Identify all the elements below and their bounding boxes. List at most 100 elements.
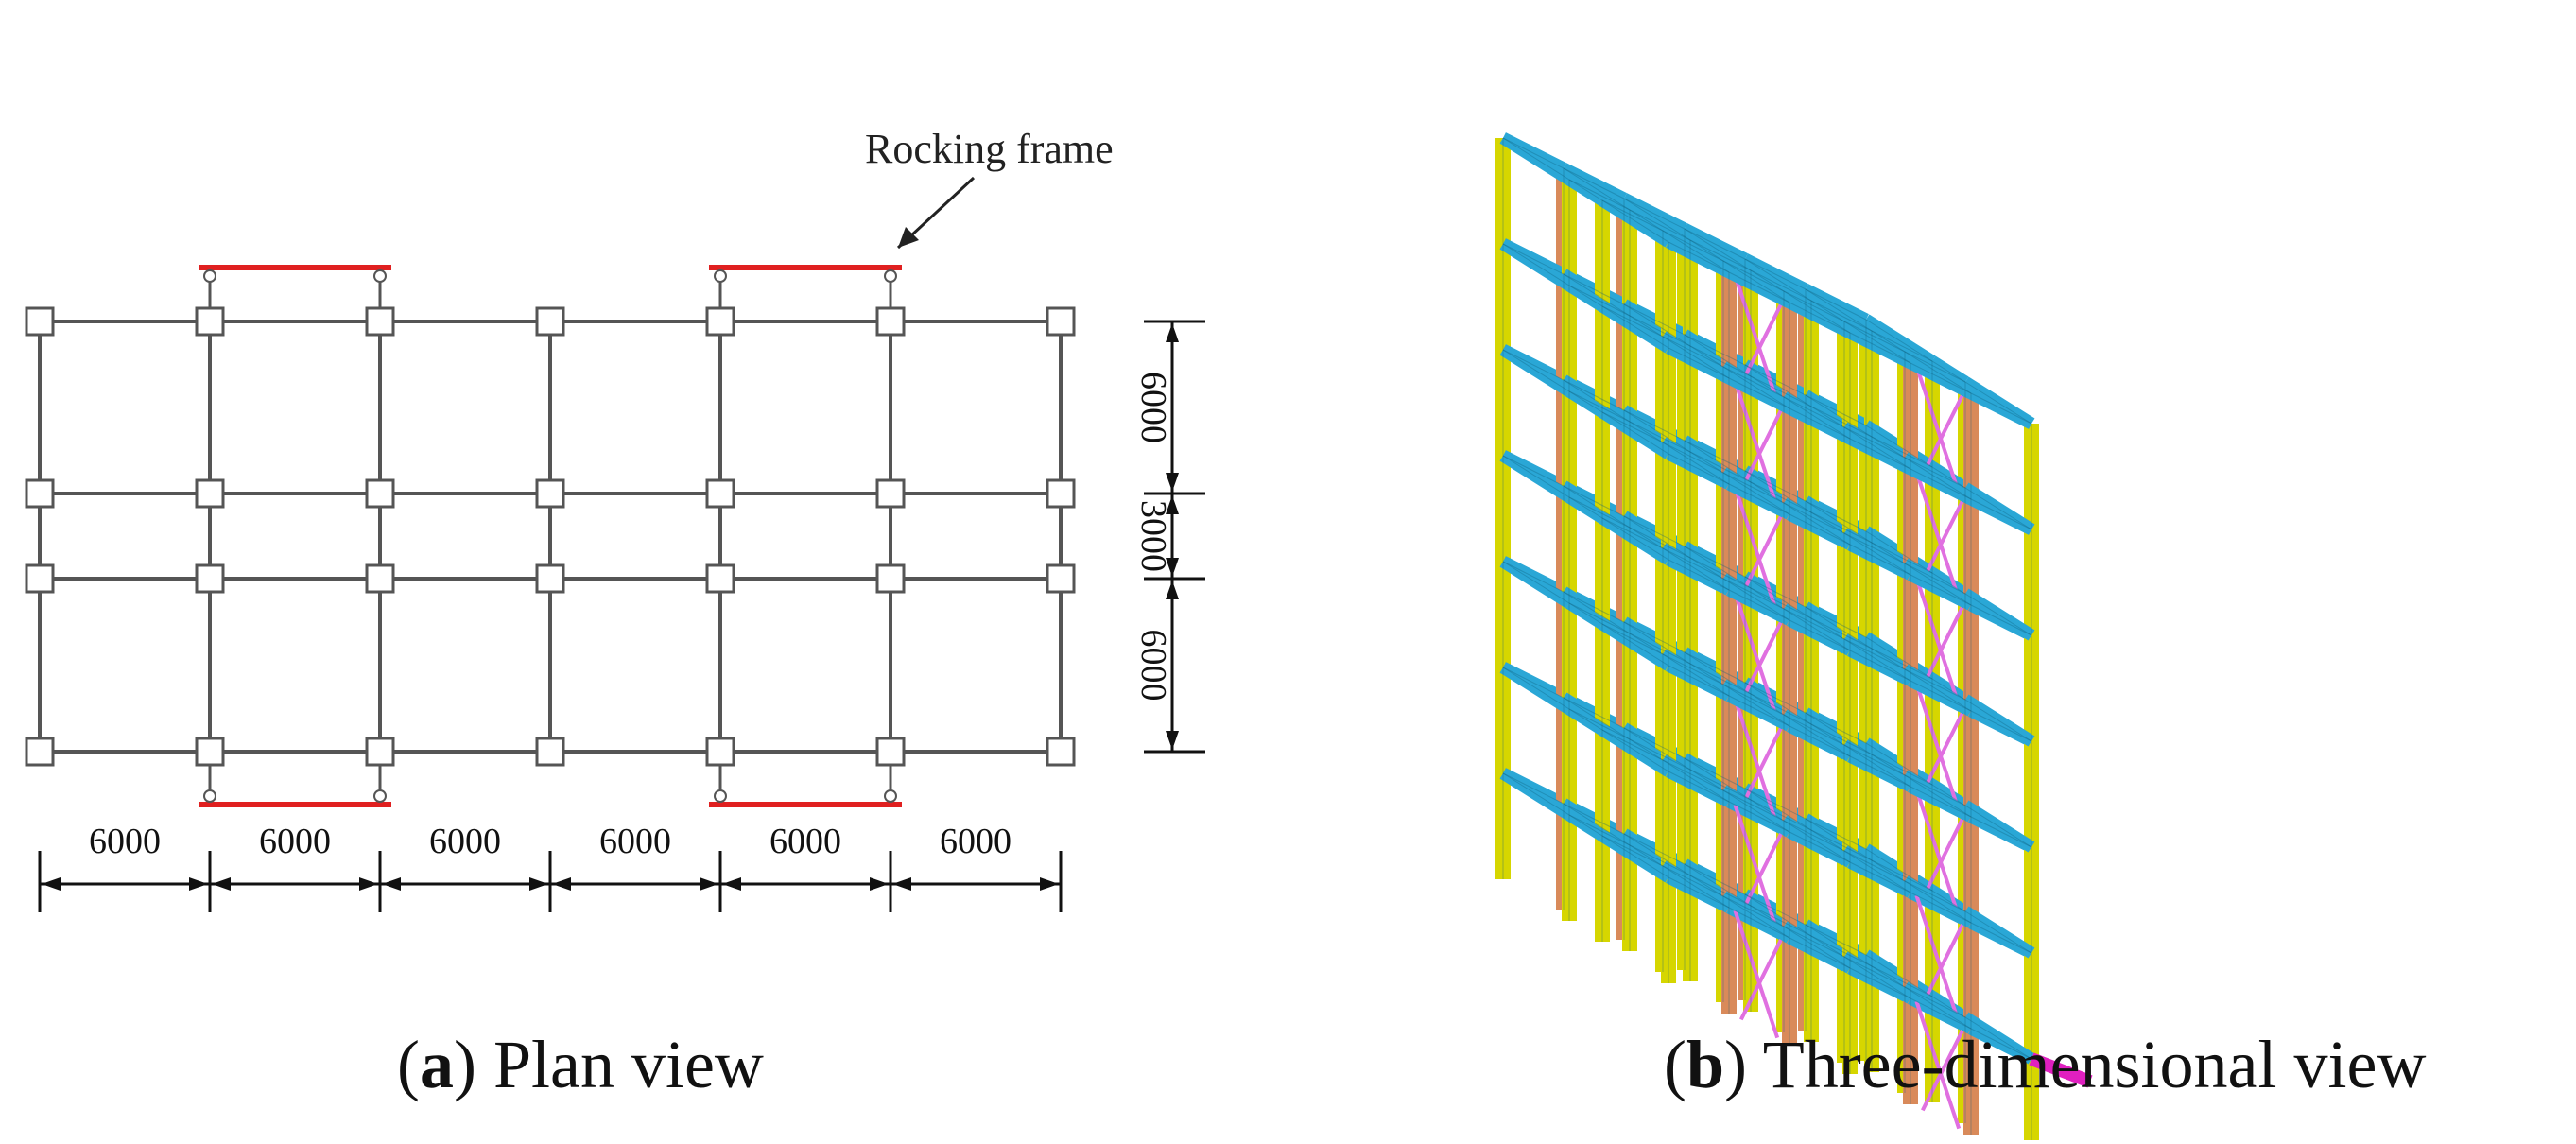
- member-edge: [1810, 935, 1845, 958]
- column-square: [705, 737, 735, 767]
- beam-depth: [1720, 891, 1793, 944]
- member-edge: [1750, 269, 1785, 292]
- member-edge: [1865, 954, 1933, 997]
- beam-depth: [1626, 204, 1667, 236]
- x-span-label: 6000: [259, 822, 331, 861]
- member-edge: [1810, 511, 1873, 544]
- member-edge: [1964, 593, 2032, 636]
- brace: [1921, 918, 1967, 1006]
- member-edge: [1931, 360, 1966, 383]
- member-edge: [1601, 517, 1669, 561]
- beam-depth: [1686, 870, 1727, 902]
- dimension-arrowhead: [1166, 495, 1179, 514]
- brace: [1914, 365, 1962, 494]
- member-edge: [1871, 330, 1933, 362]
- member-edge: [1689, 769, 1724, 791]
- member-edge: [1931, 678, 1966, 701]
- member-edge: [1684, 546, 1752, 589]
- member-edge: [1563, 379, 1631, 423]
- member-edge: [1662, 865, 1730, 909]
- y-span-label: 6000: [1133, 372, 1173, 443]
- beam-depth: [1499, 556, 1573, 609]
- annotation-arrowhead: [898, 227, 919, 248]
- pin-joint: [373, 789, 387, 803]
- member-edge: [1502, 137, 1565, 169]
- member-edge: [1789, 937, 1851, 969]
- caption-a-text: Plan view: [475, 1027, 764, 1102]
- member-edge: [1502, 455, 1570, 498]
- highlighted-member: [2029, 1052, 2093, 1088]
- beam-depth: [1928, 779, 1969, 811]
- member-edge: [1843, 321, 1911, 364]
- pin-joint: [714, 789, 727, 803]
- member-edge: [1810, 829, 1873, 861]
- member-edge: [1750, 799, 1812, 831]
- beam-depth: [1499, 662, 1573, 715]
- beam-depth: [1565, 174, 1606, 206]
- beam-depth: [1928, 461, 1969, 494]
- member-edge: [1789, 619, 1851, 651]
- beam-depth: [1747, 582, 1788, 615]
- member-edge: [1568, 390, 1603, 413]
- member-edge: [1563, 167, 1631, 211]
- member-edge: [1563, 273, 1631, 317]
- beam-depth: [1720, 679, 1793, 732]
- member-edge: [1910, 468, 1972, 500]
- beam-depth: [1659, 754, 1733, 807]
- member-edge: [1684, 651, 1746, 684]
- member-edge: [1789, 302, 1851, 334]
- beam-depth: [1565, 809, 1606, 841]
- member-edge: [1601, 517, 1664, 549]
- member-edge: [1502, 243, 1570, 286]
- member-edge: [1722, 472, 1790, 515]
- member-edge: [1970, 816, 2032, 848]
- beam-depth: [1720, 255, 1793, 308]
- member-edge: [1805, 712, 1867, 744]
- beam-depth: [1901, 981, 1975, 1034]
- member-edge: [1623, 621, 1686, 653]
- beam-depth: [1686, 658, 1727, 690]
- member-edge: [1843, 532, 1906, 564]
- member-edge: [1601, 729, 1669, 772]
- beam-depth: [1499, 132, 1573, 185]
- member-edge: [1623, 409, 1691, 453]
- member-edge: [1568, 179, 1631, 211]
- beam-depth: [1962, 906, 2035, 959]
- member-edge: [1744, 682, 1807, 714]
- beam-depth: [1841, 739, 1914, 792]
- member-edge: [1783, 714, 1851, 757]
- member-edge: [1871, 859, 1933, 892]
- beam-depth: [1901, 770, 1975, 823]
- member-edge: [1865, 742, 1933, 786]
- beam-depth: [1599, 407, 1672, 459]
- member-edge: [1849, 861, 1911, 893]
- beam-depth: [1720, 573, 1793, 626]
- beam-depth: [1599, 724, 1672, 777]
- column-square: [875, 478, 906, 509]
- beam-depth: [1928, 885, 1969, 917]
- dimension-arrowhead: [359, 877, 378, 891]
- member-edge: [1563, 485, 1625, 517]
- brace: [1733, 486, 1780, 615]
- member-edge: [1904, 351, 1966, 383]
- member-edge: [1871, 648, 1906, 670]
- member-edge: [1689, 345, 1724, 368]
- member-edge: [1871, 965, 1906, 988]
- member-edge: [1629, 209, 1664, 232]
- member-edge: [1563, 803, 1631, 846]
- member-edge: [1805, 924, 1867, 956]
- rocking-frames: [199, 265, 902, 807]
- beam-depth: [1599, 195, 1672, 248]
- member-edge: [1871, 436, 1933, 468]
- column-square: [1046, 306, 1076, 337]
- member-edge: [1849, 332, 1911, 364]
- beam-depth: [1868, 325, 1909, 357]
- beam-depth: [1747, 477, 1788, 509]
- member-edge: [1629, 844, 1691, 876]
- member-edge: [1601, 305, 1664, 338]
- member-edge: [1750, 481, 1785, 504]
- member-edge: [1810, 617, 1873, 650]
- brace: [1739, 615, 1786, 703]
- beam-depth: [1499, 450, 1573, 503]
